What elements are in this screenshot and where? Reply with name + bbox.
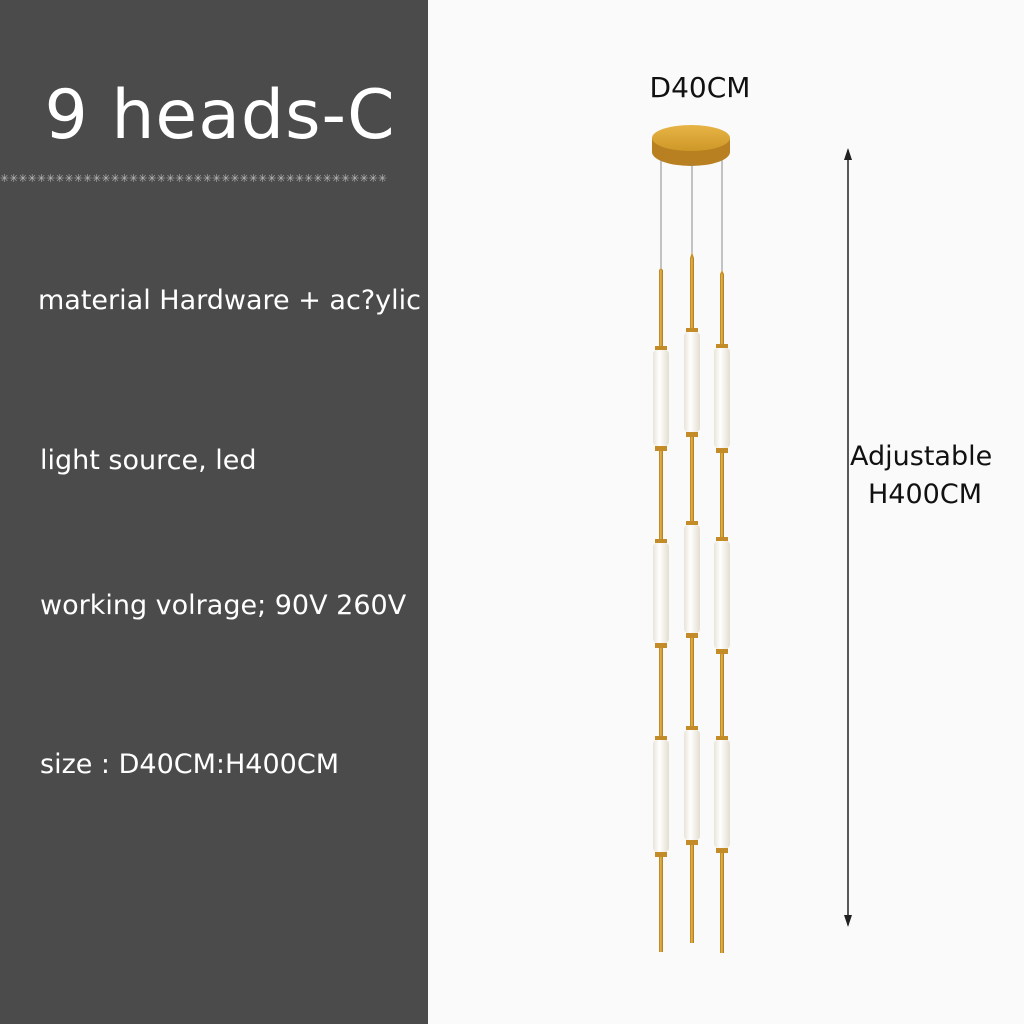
spec-panel: 9 heads-C ✳✳✳✳✳✳✳✳✳✳✳✳✳✳✳✳✳✳✳✳✳✳✳✳✳✳✳✳✳✳… — [0, 0, 428, 1024]
height-label: Adjustable H400CM — [850, 438, 1010, 514]
spec-size: size : D40CM:H400CM — [40, 749, 339, 780]
acrylic-tube — [714, 348, 730, 448]
acrylic-tube — [653, 350, 669, 446]
suspension-wires — [660, 160, 723, 272]
acrylic-tube — [653, 740, 669, 852]
height-dimension-arrow — [844, 148, 852, 927]
height-label-line1: Adjustable — [850, 441, 993, 472]
acrylic-tube — [684, 332, 700, 432]
spec-material: material Hardware + ac?ylic — [38, 285, 421, 316]
spec-light-source: light source, led — [40, 445, 257, 476]
spec-voltage: working volrage; 90V 260V — [40, 590, 407, 621]
lamp-rod-right — [714, 270, 730, 953]
acrylic-tube — [684, 525, 700, 633]
acrylic-tube — [684, 730, 700, 840]
product-panel — [428, 0, 1024, 1024]
acrylic-tube — [714, 740, 730, 848]
ceiling-canopy — [652, 125, 730, 166]
dotted-divider: ✳✳✳✳✳✳✳✳✳✳✳✳✳✳✳✳✳✳✳✳✳✳✳✳✳✳✳✳✳✳✳✳✳✳✳✳✳✳✳✳… — [0, 172, 388, 185]
product-title: 9 heads-C — [44, 76, 396, 155]
lamp-rod-left — [653, 268, 669, 952]
acrylic-tube — [653, 543, 669, 643]
height-label-line2: H400CM — [868, 479, 982, 510]
diameter-label: D40CM — [649, 71, 751, 104]
lamp-rod-center — [684, 252, 700, 943]
acrylic-tube — [714, 541, 730, 649]
